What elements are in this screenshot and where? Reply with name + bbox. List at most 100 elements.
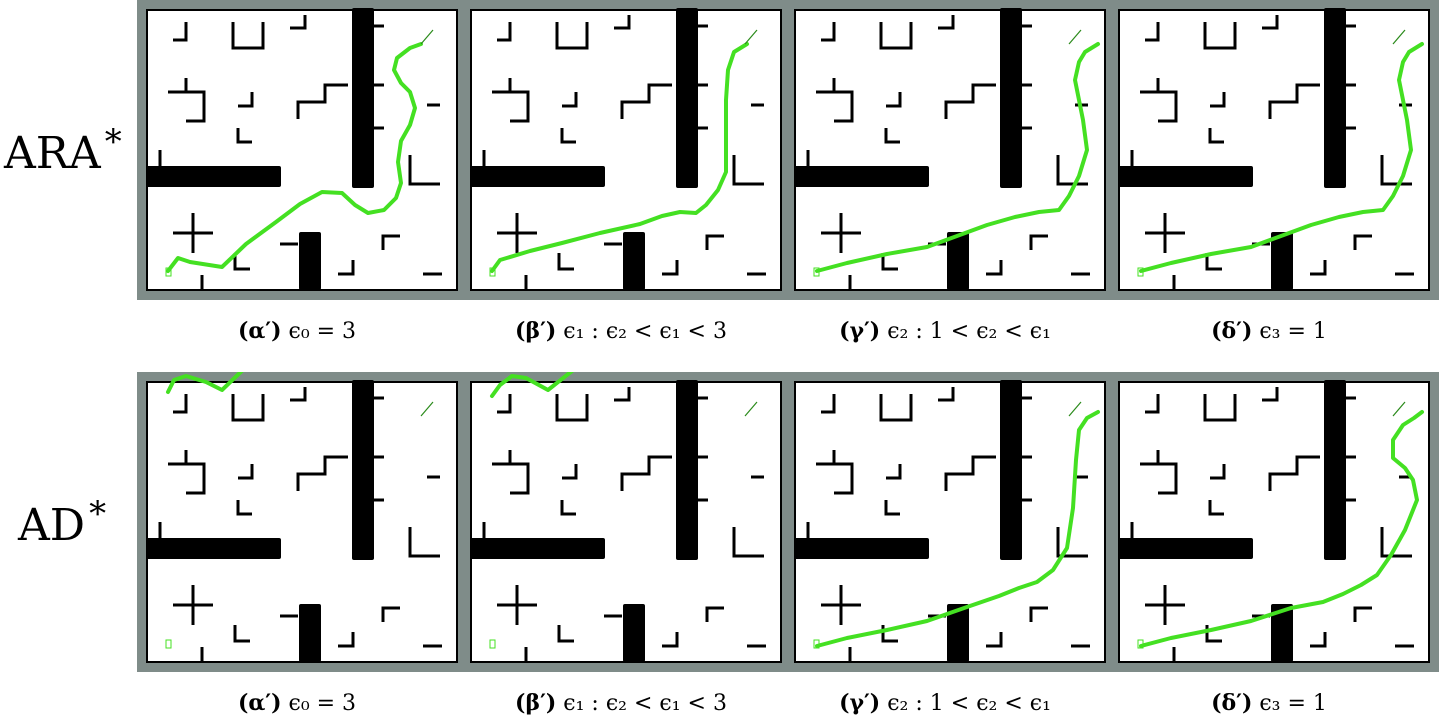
maze-obstacle-block (676, 380, 698, 560)
goal-marker (420, 401, 434, 417)
maze-walls (794, 8, 1090, 290)
maze-panel (785, 372, 1115, 677)
row-label-ara: ARA* (4, 122, 122, 179)
caption-eq: ϵ₁ : ϵ₂ < ϵ₁ < 3 (563, 319, 727, 344)
planned-path (490, 372, 575, 398)
maze-wall-lines (158, 15, 442, 290)
start-marker (165, 639, 172, 649)
goal-marker (1068, 401, 1082, 417)
caption-tag: (δ′) (1211, 318, 1253, 344)
goal-marker (1392, 29, 1406, 45)
planned-path (166, 42, 423, 273)
goal-marker (1068, 29, 1082, 45)
maze-obstacle-block (146, 538, 281, 559)
maze-svg (785, 372, 1115, 672)
caption: (β′) ϵ₁ : ϵ₂ < ϵ₁ < 3 (456, 690, 786, 716)
caption-eq: ϵ₂ : 1 < ϵ₂ < ϵ₁ (887, 319, 1051, 344)
caption-eq: ϵ₀ = 3 (288, 691, 357, 716)
maze-obstacle-block (1000, 380, 1022, 560)
caption-eq: ϵ₃ = 1 (1259, 691, 1327, 716)
start-marker (813, 267, 820, 277)
maze-obstacle-block (299, 604, 321, 662)
planned-path (815, 410, 1100, 648)
maze-obstacle-block (623, 604, 645, 662)
maze-obstacle-block (947, 232, 969, 290)
start-marker (165, 267, 172, 277)
planned-path (166, 372, 244, 394)
goal-marker (744, 401, 758, 417)
maze-panel (461, 0, 791, 305)
start-marker (1137, 639, 1144, 649)
maze-obstacle-block (1271, 604, 1293, 662)
caption-tag: (γ′) (839, 318, 881, 344)
maze-obstacle-block (623, 232, 645, 290)
maze-svg (461, 372, 791, 672)
row-label-text: AD (18, 500, 86, 551)
goal-marker (1392, 401, 1406, 417)
maze-walls (146, 380, 442, 662)
maze-walls (1118, 380, 1414, 662)
maze-walls (1118, 8, 1414, 290)
maze-wall-lines (482, 15, 766, 290)
caption-eq: ϵ₃ = 1 (1259, 319, 1327, 344)
caption: (γ′) ϵ₂ : 1 < ϵ₂ < ϵ₁ (780, 690, 1110, 716)
row-label-ad: AD* (18, 494, 106, 551)
maze-svg (1109, 0, 1439, 300)
start-marker (1137, 267, 1144, 277)
caption-tag: (α′) (237, 690, 282, 716)
maze-obstacle-block (1118, 166, 1253, 187)
caption: (β′) ϵ₁ : ϵ₂ < ϵ₁ < 3 (456, 318, 786, 344)
maze-obstacle-block (299, 232, 321, 290)
caption: (δ′) ϵ₃ = 1 (1104, 318, 1434, 344)
maze-obstacle-block (794, 538, 929, 559)
maze-obstacle-block (1118, 538, 1253, 559)
maze-wall-lines (482, 387, 766, 662)
goal-marker (744, 29, 758, 45)
caption: (α′) ϵ₀ = 3 (132, 690, 462, 716)
maze-svg (137, 372, 467, 672)
maze-panel (785, 0, 1115, 305)
maze-obstacle-block (947, 604, 969, 662)
caption-eq: ϵ₂ : 1 < ϵ₂ < ϵ₁ (887, 691, 1051, 716)
start-marker (489, 267, 496, 277)
maze-svg (785, 0, 1115, 300)
maze-obstacle-block (146, 166, 281, 187)
maze-obstacle-block (352, 380, 374, 560)
caption-tag: (δ′) (1211, 690, 1253, 716)
maze-walls (470, 8, 766, 290)
caption: (δ′) ϵ₃ = 1 (1104, 690, 1434, 716)
maze-panel (1109, 0, 1439, 305)
caption-tag: (β′) (515, 690, 557, 716)
caption-tag: (γ′) (839, 690, 881, 716)
row-label-star: * (104, 122, 122, 162)
maze-obstacle-block (1324, 8, 1346, 188)
maze-obstacle-block (1271, 232, 1293, 290)
planned-path (490, 42, 749, 273)
caption: (γ′) ϵ₂ : 1 < ϵ₂ < ϵ₁ (780, 318, 1110, 344)
maze-obstacle-block (352, 8, 374, 188)
maze-svg (461, 0, 791, 300)
maze-walls (470, 380, 766, 662)
maze-svg (137, 0, 467, 300)
maze-svg (1109, 372, 1439, 672)
start-marker (489, 639, 496, 649)
maze-panel (137, 372, 467, 677)
maze-panel (461, 372, 791, 677)
start-marker (813, 639, 820, 649)
row-label-star: * (89, 494, 107, 534)
row-label-text: ARA (4, 128, 101, 179)
maze-wall-lines (158, 387, 442, 662)
planned-path (1139, 410, 1424, 648)
planned-path (815, 42, 1100, 273)
caption-eq: ϵ₁ : ϵ₂ < ϵ₁ < 3 (563, 691, 727, 716)
maze-obstacle-block (794, 166, 929, 187)
caption-eq: ϵ₀ = 3 (288, 319, 357, 344)
goal-marker (420, 29, 434, 45)
maze-obstacle-block (676, 8, 698, 188)
caption-tag: (β′) (515, 318, 557, 344)
maze-walls (146, 8, 442, 290)
maze-panel (1109, 372, 1439, 677)
maze-obstacle-block (1324, 380, 1346, 560)
planned-path (1139, 42, 1424, 273)
caption-tag: (α′) (237, 318, 282, 344)
